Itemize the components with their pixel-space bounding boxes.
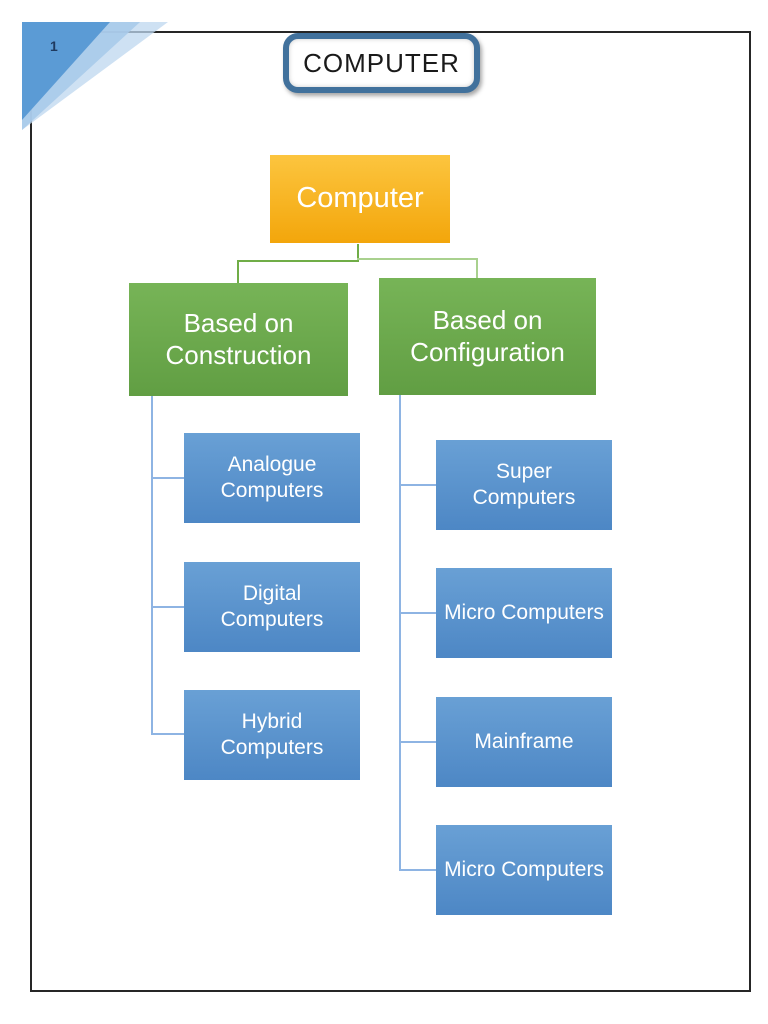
connector-right-stub-3: [401, 741, 436, 743]
connector-branch1-drop: [237, 260, 239, 283]
page-title: COMPUTER: [303, 47, 460, 78]
node-micro-computers-1-label: Micro Computers: [444, 601, 604, 625]
connector-root-horizontal-right: [357, 258, 478, 260]
node-analogue-computers-label: Analogue Computers: [220, 453, 324, 502]
page-number: 1: [50, 38, 58, 54]
node-based-on-configuration: Based on Configuration: [379, 278, 596, 395]
node-digital-computers: Digital Computers: [184, 562, 360, 652]
node-micro-computers-1: Micro Computers: [436, 568, 612, 658]
page-border: [30, 31, 751, 992]
node-computer: Computer: [270, 155, 450, 243]
node-analogue-computers: Analogue Computers: [184, 433, 360, 523]
node-micro-computers-2: Micro Computers: [436, 825, 612, 915]
node-based-on-configuration-label: Based on Configuration: [410, 304, 565, 367]
node-super-computers-label: Super Computers: [472, 460, 576, 509]
title-box: COMPUTER: [283, 33, 480, 93]
node-digital-computers-label: Digital Computers: [220, 582, 324, 631]
connector-left-stub-3: [153, 733, 184, 735]
node-micro-computers-2-label: Micro Computers: [444, 858, 604, 882]
node-computer-label: Computer: [296, 182, 424, 215]
node-hybrid-computers-label: Hybrid Computers: [220, 710, 324, 759]
connector-root-vertical: [357, 244, 359, 261]
connector-right-stub-2: [401, 612, 436, 614]
connector-left-stub-1: [153, 477, 184, 479]
node-based-on-construction: Based on Construction: [129, 283, 348, 396]
connector-left-stub-2: [153, 606, 184, 608]
connector-root-horizontal-left: [237, 260, 359, 262]
connector-right-stub-1: [401, 484, 436, 486]
page-corner-triangle-icon: [22, 22, 168, 130]
connector-left-vertical: [151, 396, 153, 735]
node-hybrid-computers: Hybrid Computers: [184, 690, 360, 780]
node-mainframe: Mainframe: [436, 697, 612, 787]
connector-right-stub-4: [401, 869, 436, 871]
node-super-computers: Super Computers: [436, 440, 612, 530]
connector-right-vertical: [399, 395, 401, 871]
node-mainframe-label: Mainframe: [474, 730, 574, 754]
node-based-on-construction-label: Based on Construction: [165, 307, 312, 370]
connector-branch2-drop: [476, 258, 478, 278]
